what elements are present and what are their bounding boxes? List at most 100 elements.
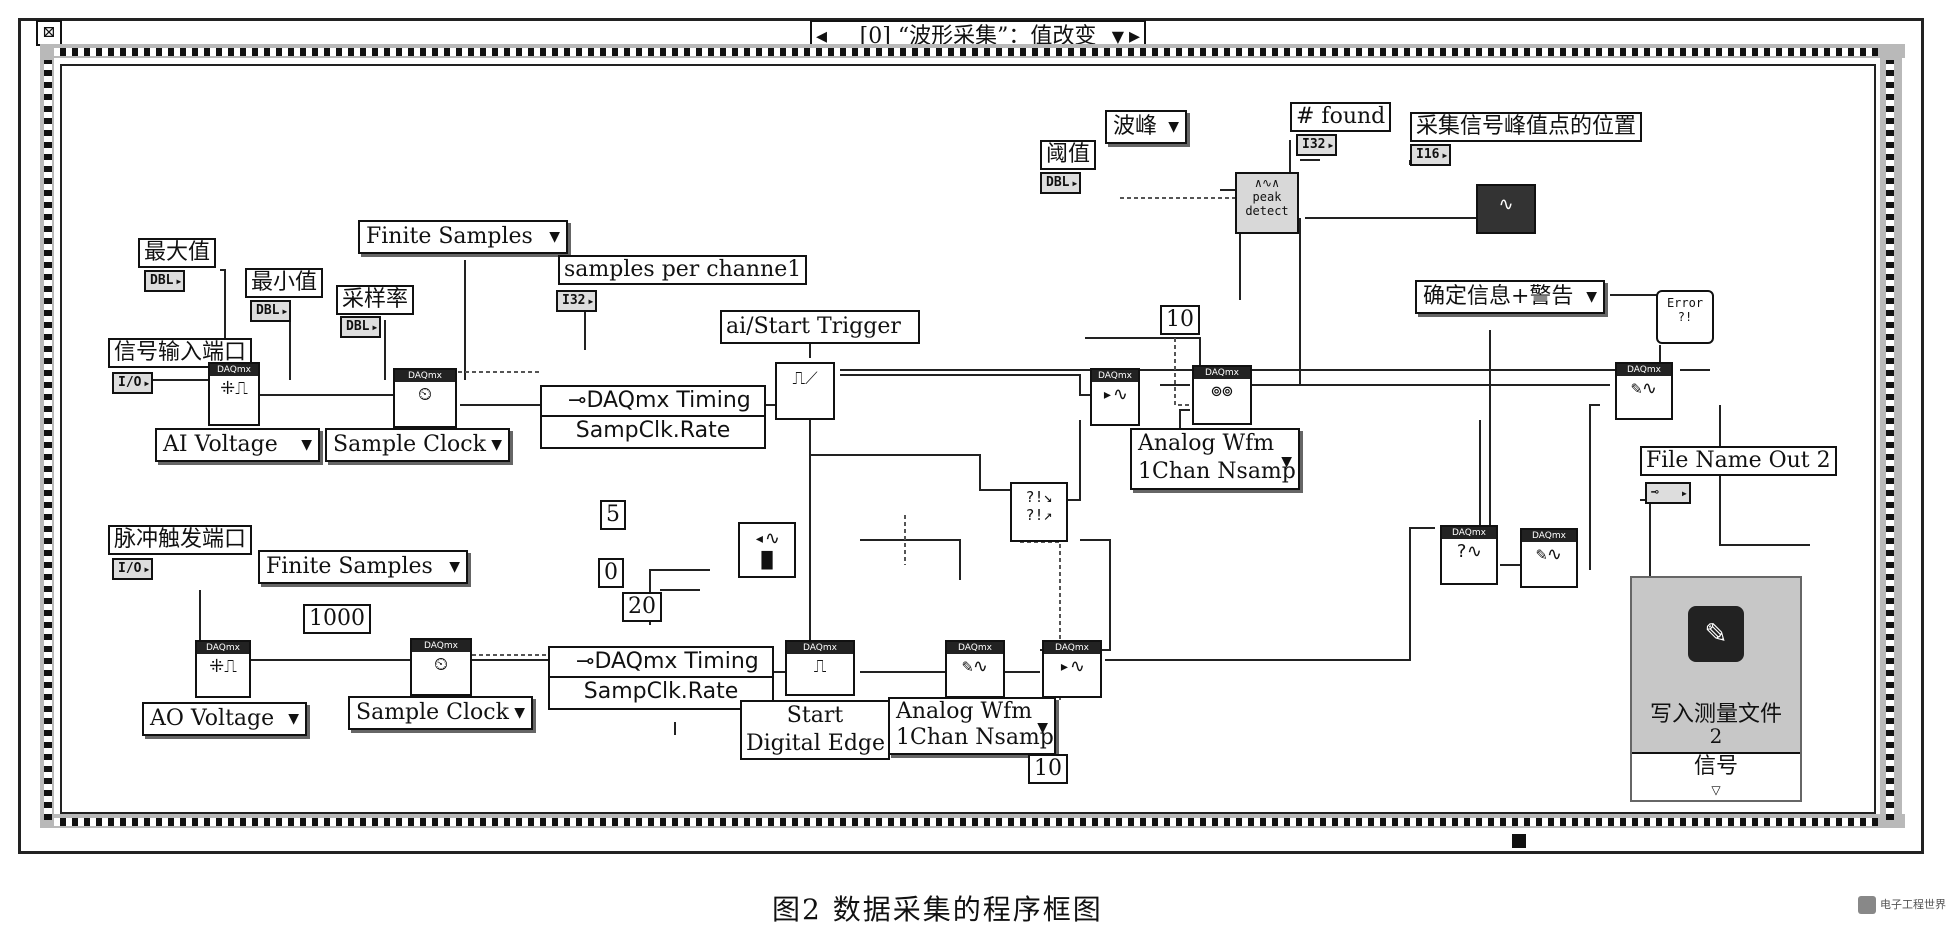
daqmx-header: DAQmx: [1617, 364, 1671, 376]
waveform-generator-node[interactable]: ◂∿▇: [738, 522, 796, 578]
merge-errors-node[interactable]: ?!↘?!↗: [1010, 482, 1068, 542]
pulse-trigger-port-terminal[interactable]: I/O: [112, 558, 154, 580]
max-value-label: 最大值: [138, 238, 217, 268]
daqmx-write-node[interactable]: DAQmx✎∿: [945, 640, 1005, 698]
daqmx-read-node[interactable]: DAQmx⊚⊚: [1192, 365, 1252, 425]
write-pencil-icon: ✎∿: [962, 656, 988, 677]
case-selector-left-icon[interactable]: ◂: [816, 24, 828, 49]
samples-per-channel-terminal[interactable]: I32: [556, 290, 598, 312]
write-polymorphic-selector[interactable]: Analog Wfm 1Chan Nsamp ▼: [888, 697, 1056, 755]
samples-per-channel-label: samples per channe1: [558, 255, 808, 285]
trigger-type-selector[interactable]: Start Digital Edge: [740, 700, 890, 760]
sample-clock-top-dropdown[interactable]: Sample Clock ▼: [325, 428, 510, 462]
trigger-source-constant[interactable]: ai/Start Trigger: [720, 310, 920, 344]
chevron-down-icon: ▼: [1586, 289, 1597, 305]
chevron-down-icon: ▼: [1037, 720, 1048, 736]
chevron-down-icon: ▼: [288, 711, 299, 727]
daqmx-header: DAQmx: [787, 642, 853, 654]
threshold-terminal[interactable]: DBL: [1040, 172, 1082, 194]
constant-10-top[interactable]: 10: [1160, 305, 1200, 335]
property-node-bottom-row[interactable]: SampClk.Rate: [583, 679, 739, 704]
daqmx-clear-task-bottom-node[interactable]: DAQmx✎∿: [1520, 528, 1578, 588]
watermark-icon: [1858, 896, 1876, 914]
case-structure-outer: [18, 18, 1924, 854]
daqmx-header: DAQmx: [1092, 370, 1138, 382]
write-poly-line2: 1Chan Nsamp: [896, 725, 1054, 750]
chevron-down-icon: ▼: [491, 437, 502, 453]
sample-rate-terminal[interactable]: DBL: [340, 316, 382, 338]
daqmx-header: DAQmx: [210, 364, 258, 376]
file-name-out-label: File Name Out 2: [1640, 446, 1837, 476]
graph-icon: ∿: [1498, 194, 1514, 215]
sample-rate-label: 采样率: [336, 285, 415, 315]
create-channel-icon: ⁜⎍: [209, 656, 237, 677]
peak-positions-indicator: I16: [1410, 144, 1452, 166]
daqmx-header: DAQmx: [395, 370, 455, 382]
chevron-down-icon: ▼: [301, 437, 312, 453]
property-node-bottom-title: ⊸DAQmx Timing: [550, 648, 772, 678]
case-selector-right-icon[interactable]: ▸: [1128, 24, 1140, 49]
constant-1000[interactable]: 1000: [303, 604, 371, 634]
while-loop-inner: [60, 64, 1876, 814]
peak-detect-node[interactable]: ∧∿∧peak detect: [1235, 172, 1299, 234]
constant-20[interactable]: 20: [622, 592, 662, 622]
daqmx-clear-task-top-node[interactable]: DAQmx✎∿: [1615, 362, 1673, 420]
chevron-down-icon: ▼: [1281, 454, 1292, 470]
clock-icon: ⏲: [433, 654, 449, 675]
daqmx-trigger-node[interactable]: ⎍⟋: [775, 362, 835, 420]
daqmx-timing-top-node[interactable]: DAQmx ⏲: [393, 368, 457, 428]
chevron-down-icon: ▼: [449, 559, 460, 575]
watermark-text: 电子工程世界: [1880, 898, 1946, 911]
ao-voltage-dropdown[interactable]: AO Voltage▼: [142, 702, 307, 736]
figure-caption: 图2 数据采集的程序框图: [772, 893, 1103, 926]
create-channel-icon: ⁜⎍: [220, 378, 248, 399]
file-name-out-indicator: ⊸: [1645, 482, 1691, 504]
property-node-top-row[interactable]: SampClk.Rate: [575, 418, 731, 443]
property-node-top-title: ⊸DAQmx Timing: [542, 387, 764, 417]
constant-5[interactable]: 5: [600, 500, 626, 530]
digital-edge-icon: ⎍: [813, 656, 827, 677]
min-value-terminal[interactable]: DBL: [250, 300, 292, 322]
error-dialog-dropdown[interactable]: 确定信息+警告▼: [1415, 280, 1605, 314]
property-node-top[interactable]: ⊸DAQmx Timing SampClk.Rate: [540, 385, 766, 449]
daqmx-start-trigger-node[interactable]: DAQmx ⎍: [785, 640, 855, 696]
daqmx-create-channel-ai-node[interactable]: DAQmx ⁜⎍: [208, 362, 260, 426]
max-value-terminal[interactable]: DBL: [144, 270, 186, 292]
trigger-type-line1: Start: [786, 703, 844, 728]
wait-icon: ?∿: [1456, 541, 1482, 562]
daqmx-timing-bottom-node[interactable]: DAQmx⏲: [410, 638, 472, 696]
write-file-chevron-icon: ▽: [1632, 780, 1800, 800]
sample-clock-top-value: Sample Clock: [333, 432, 486, 457]
write-file-input-signal[interactable]: 信号: [1632, 752, 1800, 780]
daqmx-start-task-node[interactable]: DAQmx▸∿: [1090, 368, 1140, 426]
property-node-bottom[interactable]: ⊸DAQmx Timing SampClk.Rate: [548, 646, 774, 710]
clock-icon: ⏲: [417, 384, 433, 405]
daqmx-wait-node[interactable]: DAQmx?∿: [1440, 525, 1498, 585]
finite-samples-top-dropdown[interactable]: Finite Samples▼: [358, 220, 568, 254]
frame-hatch-right: [1886, 60, 1894, 820]
daqmx-create-channel-ao-node[interactable]: DAQmx⁜⎍: [195, 640, 251, 698]
daqmx-start-task-bottom-node[interactable]: DAQmx▸∿: [1042, 640, 1102, 698]
ai-voltage-dropdown[interactable]: AI Voltage▼: [155, 428, 320, 462]
read-polymorphic-selector[interactable]: Analog Wfm 1Chan Nsamp ▼: [1130, 428, 1300, 490]
peaks-found-indicator: I32: [1296, 134, 1338, 156]
peak-positions-label: 采集信号峰值点的位置: [1410, 112, 1643, 142]
peak-detect-icon: ∧∿∧peak detect: [1245, 176, 1289, 218]
daqmx-header: DAQmx: [1194, 367, 1250, 379]
constant-0[interactable]: 0: [598, 558, 624, 588]
write-file-sub: 2: [1709, 724, 1723, 748]
chevron-down-icon: ▼: [549, 229, 560, 245]
signal-input-port-terminal[interactable]: I/O: [112, 372, 154, 394]
chevron-down-icon[interactable]: ▼: [1111, 27, 1124, 46]
pulse-trigger-port-label: 脉冲触发端口: [108, 525, 253, 555]
threshold-label: 阈值: [1040, 140, 1097, 170]
sample-clock-bottom-value: Sample Clock: [356, 700, 509, 725]
finite-samples-bottom-dropdown[interactable]: Finite Samples▼: [258, 550, 468, 584]
peak-type-dropdown[interactable]: 波峰▼: [1105, 110, 1187, 144]
simple-error-handler-node[interactable]: Error ?!: [1656, 290, 1714, 344]
loop-iteration-terminal[interactable]: [1512, 834, 1526, 848]
peaks-found-label: # found: [1290, 102, 1392, 132]
sample-clock-bottom-dropdown[interactable]: Sample Clock▼: [348, 696, 533, 730]
write-measurement-file-vi[interactable]: ✎ 写入测量文件 2 信号 ▽: [1630, 576, 1802, 802]
constant-10-bottom[interactable]: 10: [1028, 754, 1068, 784]
